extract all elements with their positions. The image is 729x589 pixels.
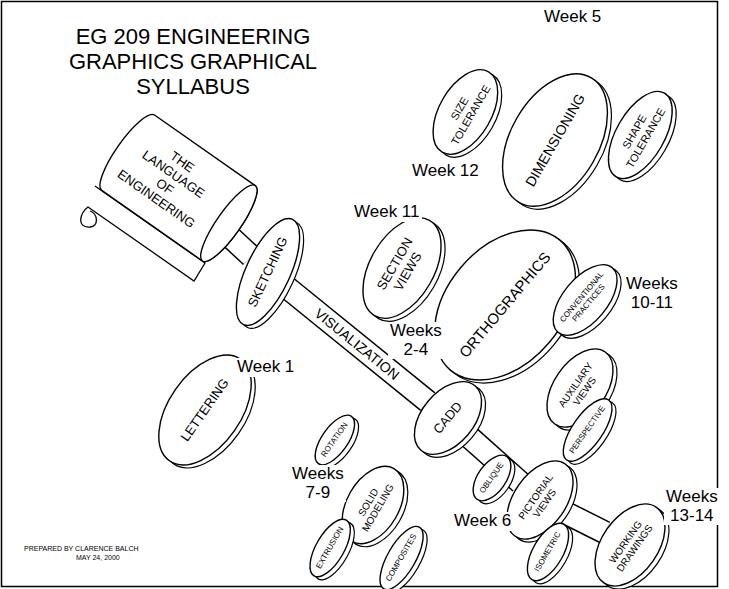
shaft-outline — [231, 237, 251, 256]
disc-face — [595, 81, 685, 189]
week-label: Weeks 7-9 — [290, 465, 346, 502]
disc-face — [419, 59, 510, 165]
week-label: Week 11 — [352, 203, 422, 222]
page-frame — [2, 2, 718, 587]
week-label: Weeks 10-11 — [624, 275, 680, 312]
disc-face — [372, 520, 432, 589]
disc-face — [481, 56, 629, 225]
gear-disc: ROTATION — [308, 409, 362, 471]
week-label: Week 5 — [542, 8, 603, 27]
gear-disc: CADD — [401, 369, 495, 467]
shaft-connector — [231, 237, 251, 256]
disc-face — [302, 513, 358, 583]
disc-face — [308, 409, 362, 471]
shaft-body — [231, 237, 251, 256]
week-label: Week 1 — [235, 358, 296, 377]
gear-disc: EXTRUSION — [302, 513, 358, 583]
disc-face — [555, 391, 622, 468]
author-note: PREPARED BY CLARENCE BALCH — [22, 545, 141, 553]
diagram-title: EG 209 ENGINEERING GRAPHICS GRAPHICAL SY… — [53, 24, 333, 99]
scroll-cylinder: THE LANGUAGE OF ENGINEERING — [91, 108, 264, 268]
disc-face — [519, 517, 577, 587]
week-label: Weeks 2-4 — [388, 322, 444, 359]
week-label: Week 6 — [452, 512, 513, 531]
gear-disc: DIMENSIONING — [481, 56, 629, 225]
cylinder-body — [91, 108, 264, 268]
week-label: Week 12 — [410, 162, 481, 181]
author-note: MAY 24, 2000 — [74, 554, 122, 562]
disc-face — [401, 369, 495, 467]
week-label: Weeks 13-14 — [664, 488, 720, 525]
disc-face — [224, 210, 313, 334]
gear-disc: SIZE TOLERANCE — [419, 59, 510, 165]
disc-face — [541, 254, 629, 347]
